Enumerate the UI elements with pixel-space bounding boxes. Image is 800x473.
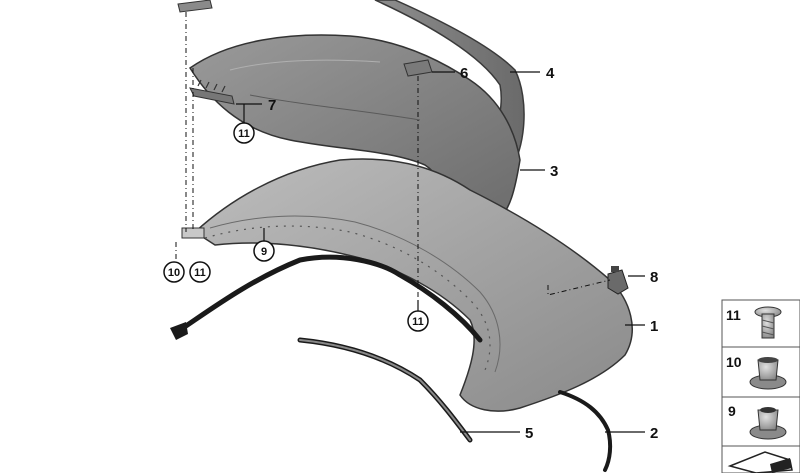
svg-text:11: 11 [412,316,424,328]
callout-11-bottom: 11 [407,310,429,332]
callout-7: 7 [268,97,276,114]
part-5-seal [297,337,473,443]
legend-item-11: 11 [726,306,782,339]
assembly-lines [175,12,611,300]
svg-text:11: 11 [238,128,250,140]
svg-text:11: 11 [194,267,206,279]
svg-text:10: 10 [726,354,742,370]
legend-item-partial [727,451,793,473]
callout-9: 9 [253,240,275,262]
callout-1: 1 [650,318,658,335]
svg-text:9: 9 [728,403,736,419]
svg-text:11: 11 [726,307,741,323]
callout-11-top: 11 [233,122,255,144]
part-2-seal [558,390,613,472]
screw-icon [754,306,782,339]
callout-4: 4 [546,65,555,82]
legend-item-10: 10 [726,354,787,390]
callout-5: 5 [525,425,533,442]
callout-8: 8 [650,269,658,286]
part-8-clip [607,266,629,295]
top-clip [177,0,213,13]
legend-item-9: 9 [728,403,787,440]
mount-plate [181,227,205,239]
svg-text:9: 9 [261,246,267,258]
callout-11-left: 11 [189,261,211,283]
expanding-nut-icon [749,357,787,390]
seal-left [170,254,483,343]
callout-6: 6 [460,65,468,82]
callout-10: 10 [163,261,185,283]
nut-icon [749,407,787,440]
callout-2: 2 [650,425,658,442]
svg-text:10: 10 [168,267,180,279]
fastener-legend: 11 10 9 [721,299,800,473]
callout-3: 3 [550,163,558,180]
leader-lines [236,71,645,433]
